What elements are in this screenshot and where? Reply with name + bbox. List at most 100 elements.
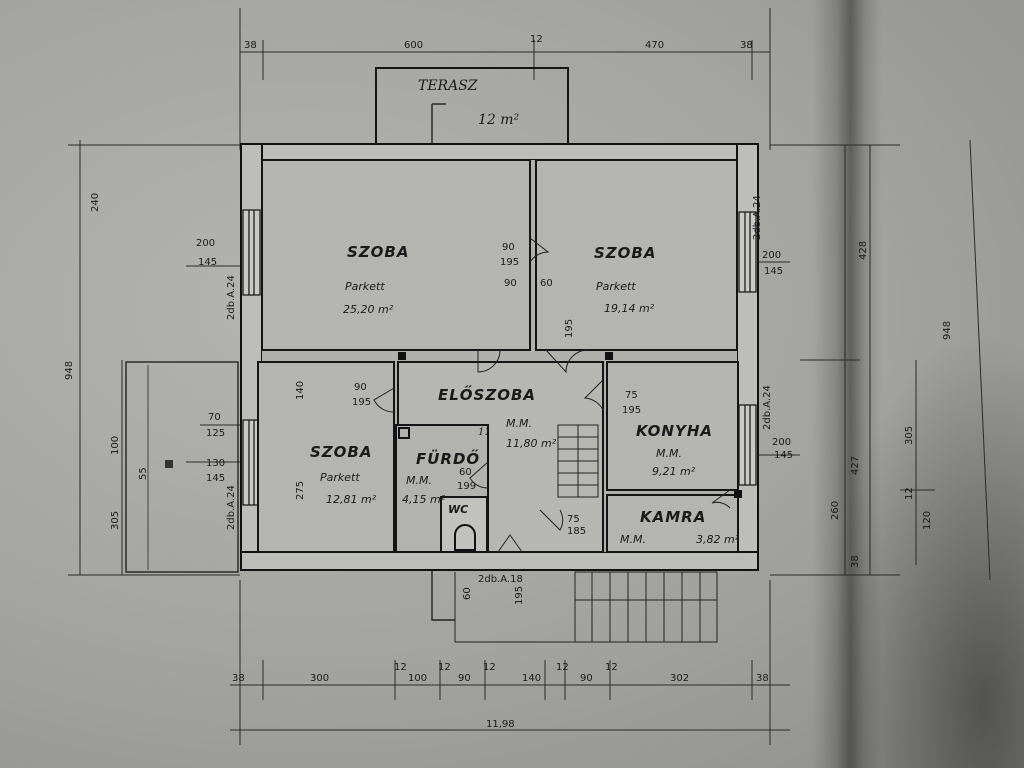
dim-win-145c: 145	[774, 450, 793, 461]
dim-door-195d: 195	[622, 405, 641, 416]
dim-bot-12b: 12	[438, 662, 451, 673]
dim-win-200b: 200	[762, 250, 781, 261]
dim-bot-302: 302	[670, 673, 689, 684]
dim-win-145d: 145	[206, 473, 225, 484]
room-szoba-2-area: 19,14 m²	[604, 302, 655, 315]
room-szoba-3-floor: Parkett	[320, 471, 360, 484]
dim-right-260: 260	[830, 501, 841, 520]
room-szoba-2-name: SZOBA	[594, 244, 656, 262]
dim-bot-300: 300	[310, 673, 329, 684]
dim-door-75b: 75	[567, 514, 580, 525]
dim-bot-38a: 38	[232, 673, 245, 684]
dim-right-38: 38	[850, 555, 861, 568]
door-swings	[373, 237, 731, 553]
fixtures	[165, 352, 742, 551]
room-furdo-area: 4,15 m²	[402, 493, 446, 506]
dim-door-195b: 195	[564, 319, 575, 338]
dim-left-100: 100	[110, 436, 121, 455]
dim-right-305: 305	[904, 426, 915, 445]
dim-left-240: 240	[90, 193, 101, 212]
dim-top-38a: 38	[244, 40, 257, 51]
room-eloszoba-area: 11,80 m²	[506, 437, 557, 450]
room-furdo-name: FÜRDŐ	[416, 448, 480, 468]
dim-bot-12d: 12	[556, 662, 569, 673]
dim-top-12: 12	[530, 34, 543, 45]
room-eloszoba-name: ELŐSZOBA	[438, 384, 536, 404]
svg-text:11: 11	[478, 427, 491, 438]
dim-door-185: 185	[567, 526, 586, 537]
room-szoba-1-name: SZOBA	[347, 243, 409, 261]
dim-door-90a: 90	[502, 242, 515, 253]
dim-door-195a: 195	[500, 257, 519, 268]
entrance-steps	[454, 571, 718, 643]
dim-szoba-140: 140	[295, 381, 306, 400]
dim-win-130: 130	[206, 458, 225, 469]
dim-bot-100: 100	[408, 673, 427, 684]
dim-szoba-275: 275	[295, 481, 306, 500]
dim-win-200a: 200	[196, 238, 215, 249]
room-wc-name: WC	[448, 503, 468, 516]
dim-bot-total: 11,98	[486, 719, 515, 730]
dim-door-195c: 195	[352, 397, 371, 408]
room-szoba-3-name: SZOBA	[310, 443, 372, 461]
dim-top-600: 600	[404, 40, 423, 51]
dim-win-125: 125	[206, 428, 225, 439]
room-kamra-floor: M.M.	[620, 533, 646, 546]
room-eloszoba-floor: M.M.	[506, 417, 532, 430]
side-annex-outline	[125, 361, 239, 573]
dim-door-60b: 60	[459, 467, 472, 478]
dim-top-38b: 38	[740, 40, 753, 51]
dim-right-12: 12	[904, 487, 915, 500]
dim-bot-12a: 12	[394, 662, 407, 673]
dim-top-470: 470	[645, 40, 664, 51]
dim-win-200c: 200	[772, 437, 791, 448]
dim-left-55: 55	[138, 467, 149, 480]
radiator-label-a: 2db.A.24	[752, 195, 763, 240]
dim-bot-90a: 90	[458, 673, 471, 684]
dim-right-427: 427	[850, 456, 861, 475]
dim-bot-12e: 12	[605, 662, 618, 673]
room-szoba-1-area: 25,20 m²	[343, 303, 394, 316]
radiator-label-e: 2db.A.18	[478, 574, 523, 585]
dim-bot-12c: 12	[483, 662, 496, 673]
dim-door-60c: 60	[462, 587, 473, 600]
dim-bot-140: 140	[522, 673, 541, 684]
dim-door-90b: 90	[504, 278, 517, 289]
dim-door-60: 60	[540, 278, 553, 289]
dim-right-120: 120	[922, 511, 933, 530]
dim-left-305: 305	[110, 511, 121, 530]
dim-door-90c: 90	[354, 382, 367, 393]
dim-right-428: 428	[858, 241, 869, 260]
dim-left-948: 948	[64, 361, 75, 380]
radiator-label-b: 2db.A.24	[226, 275, 237, 320]
dim-bot-38b: 38	[756, 673, 769, 684]
dim-win-145b: 145	[764, 266, 783, 277]
terrace-area: 12 m²	[478, 112, 520, 128]
room-szoba-1-floor: Parkett	[345, 280, 385, 293]
dim-door-199: 199	[457, 481, 476, 492]
paper-shadow	[820, 330, 1024, 768]
radiator-label-c: 2db.A.24	[226, 485, 237, 530]
room-szoba-3-area: 12,81 m²	[326, 493, 377, 506]
room-konyha-floor: M.M.	[656, 447, 682, 460]
interior-stair	[557, 424, 599, 498]
dimension-lines	[68, 8, 991, 745]
room-kamra-area: 3,82 m²	[696, 533, 740, 546]
radiator-label-d: 2db.A.24	[762, 385, 773, 430]
room-kamra-name: KAMRA	[640, 508, 706, 526]
dim-bot-90b: 90	[580, 673, 593, 684]
dim-right-948: 948	[942, 321, 953, 340]
room-szoba-2-floor: Parkett	[596, 280, 636, 293]
dim-door-195e: 195	[514, 586, 525, 605]
dim-win-145a: 145	[198, 257, 217, 268]
dim-win-70: 70	[208, 412, 221, 423]
room-konyha-area: 9,21 m²	[652, 465, 696, 478]
room-furdo-floor: M.M.	[406, 474, 432, 487]
dim-door-75: 75	[625, 390, 638, 401]
room-konyha-name: KONYHA	[636, 422, 713, 440]
windows	[242, 209, 757, 506]
interior-walls	[257, 159, 739, 553]
terrace-label: TERASZ	[418, 78, 478, 94]
